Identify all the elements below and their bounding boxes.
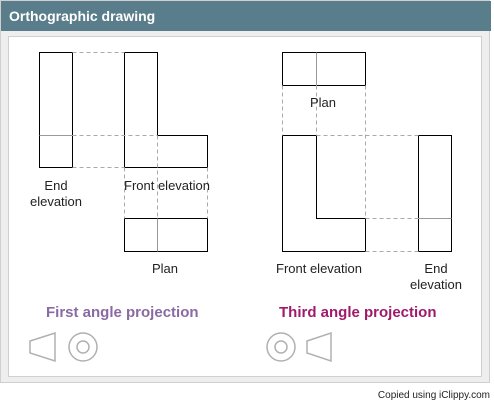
first-angle-end-elevation-view	[39, 52, 73, 168]
first-angle-front-elevation-view	[124, 52, 208, 168]
projection-lines	[72, 52, 419, 252]
title-bar: Orthographic drawing	[1, 1, 491, 31]
truncated-cone-icon	[29, 331, 56, 363]
third-angle-plan-label: Plan	[309, 95, 337, 110]
third-angle-front-elevation-label: Front elevation	[276, 261, 362, 276]
label-line: End	[424, 261, 448, 276]
first-angle-heading: First angle projection	[46, 304, 199, 321]
third-angle-heading: Third angle projection	[279, 304, 437, 321]
credit-text: Copied using iClippy.com	[377, 390, 490, 401]
label-line: elevation	[29, 194, 83, 209]
truncated-cone-icon	[306, 331, 332, 363]
third-angle-end-elevation-label: End elevation	[404, 261, 468, 293]
concentric-circles-icon	[266, 332, 296, 362]
third-angle-front-elevation-view	[282, 135, 366, 252]
label-line: End	[44, 178, 68, 193]
first-angle-end-elevation-label: End elevation	[26, 178, 86, 210]
label-line: elevation	[409, 277, 463, 292]
first-angle-plan-view	[124, 218, 208, 252]
first-angle-plan-label: Plan	[151, 261, 179, 276]
concentric-circles-icon	[68, 332, 98, 362]
drawing-panel	[8, 36, 482, 377]
first-angle-front-elevation-label: Front elevation	[124, 178, 210, 193]
third-angle-plan-view	[282, 52, 366, 86]
third-angle-end-elevation-view	[418, 135, 452, 252]
